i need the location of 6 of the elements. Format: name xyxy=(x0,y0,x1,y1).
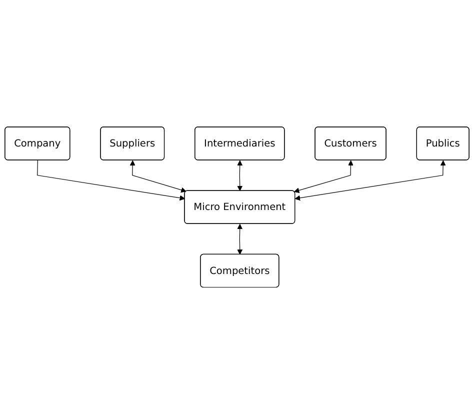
arrow xyxy=(237,160,243,192)
arrow xyxy=(37,160,186,201)
arrow xyxy=(237,224,243,256)
arrow xyxy=(294,160,446,202)
arrow xyxy=(130,160,186,193)
arrow xyxy=(294,160,354,194)
